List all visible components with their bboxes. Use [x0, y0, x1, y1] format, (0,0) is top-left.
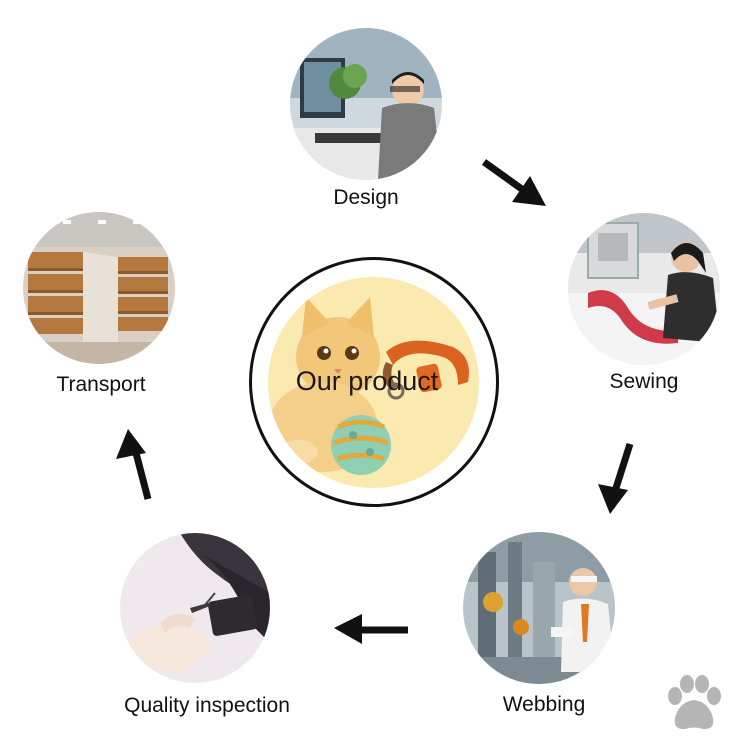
- webbing-photo: [463, 532, 615, 684]
- step-label-sewing: Sewing: [609, 370, 679, 393]
- quality-inspection-photo: [120, 533, 270, 683]
- design-photo-art: [290, 28, 442, 180]
- center-product-art: [268, 277, 479, 488]
- design-photo: [290, 28, 442, 180]
- arrow-quality-to-transport: [110, 425, 160, 505]
- sewing-photo: [568, 213, 720, 365]
- arrow-webbing-to-quality: [330, 610, 412, 650]
- arrow-sewing-to-webbing: [592, 438, 642, 518]
- step-label-transport: Transport: [56, 373, 146, 396]
- sewing-photo-art: [568, 213, 720, 365]
- paw-icon: [663, 674, 725, 734]
- center-product-photo: [268, 277, 479, 488]
- transport-photo-art: [23, 212, 175, 364]
- ball-image: [331, 415, 391, 475]
- step-label-design: Design: [333, 186, 399, 209]
- webbing-photo-art: [463, 532, 615, 684]
- collar-image: [382, 340, 469, 400]
- step-label-quality-inspection: Quality inspection: [124, 694, 290, 717]
- arrow-design-to-sewing: [476, 154, 556, 214]
- quality-inspection-photo-art: [120, 533, 270, 683]
- step-label-webbing: Webbing: [502, 693, 586, 716]
- transport-photo: [23, 212, 175, 364]
- center-product-title: Our product: [295, 366, 439, 396]
